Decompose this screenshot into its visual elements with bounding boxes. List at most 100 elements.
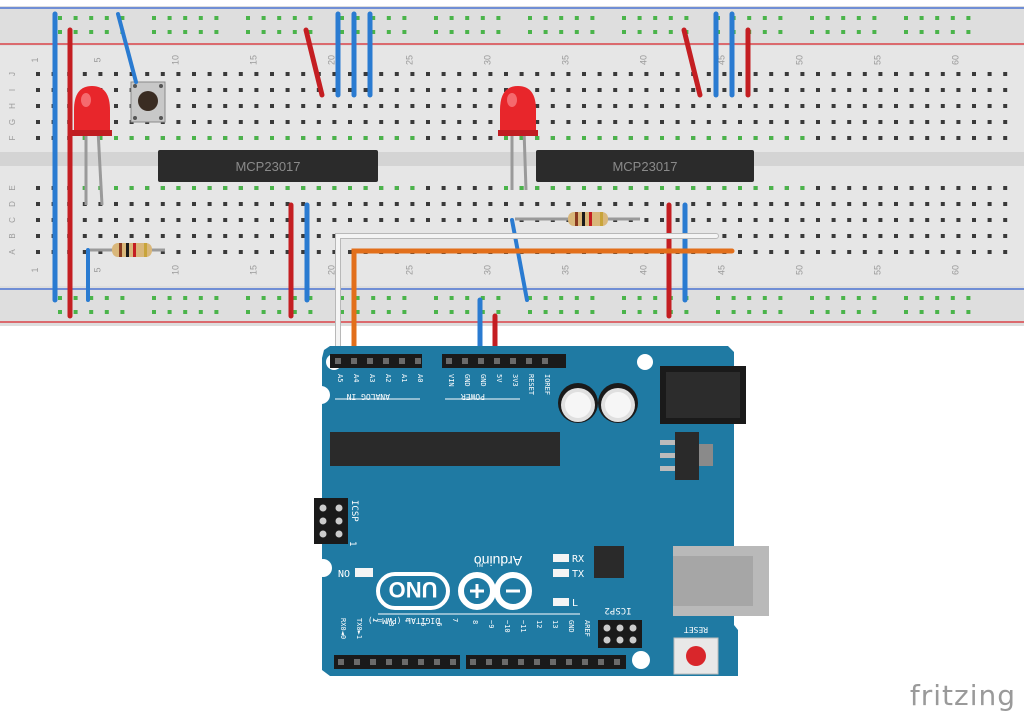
rail-hole bbox=[402, 296, 407, 300]
breadboard-hole bbox=[566, 120, 571, 124]
rail-hole bbox=[214, 296, 219, 300]
breadboard-hole bbox=[285, 218, 290, 222]
uno-label: UNO bbox=[389, 577, 438, 602]
breadboard-hole bbox=[426, 104, 430, 108]
rail-hole bbox=[950, 16, 955, 20]
header-pin bbox=[338, 659, 344, 665]
rail-hole bbox=[73, 16, 78, 20]
breadboard-hole bbox=[769, 250, 774, 254]
breadboard-hole bbox=[254, 250, 259, 254]
column-number: 35 bbox=[560, 265, 570, 275]
connected-hole bbox=[285, 136, 290, 140]
column-number: 5 bbox=[92, 57, 102, 62]
breadboard-hole bbox=[82, 234, 87, 238]
power-pin-label: VIN bbox=[447, 374, 455, 387]
breadboard-hole bbox=[1003, 72, 1008, 76]
breadboard-hole bbox=[909, 120, 914, 124]
breadboard-hole bbox=[769, 72, 774, 76]
breadboard-hole bbox=[816, 250, 820, 254]
breadboard-hole bbox=[441, 72, 446, 76]
row-letter: I bbox=[8, 89, 17, 91]
breadboard-hole bbox=[800, 72, 805, 76]
rail-hole bbox=[716, 296, 720, 300]
header-pin bbox=[550, 659, 556, 665]
breadboard-hole bbox=[972, 136, 976, 140]
connected-hole bbox=[660, 186, 664, 190]
breadboard-hole bbox=[160, 218, 165, 222]
header-pin bbox=[542, 358, 548, 364]
rail-hole bbox=[919, 16, 924, 20]
rail-hole bbox=[183, 30, 188, 34]
breadboard-hole bbox=[722, 218, 727, 222]
rail-hole bbox=[810, 296, 814, 300]
column-number: 40 bbox=[638, 55, 648, 65]
digital-pin-label: 7 bbox=[451, 618, 459, 622]
connected-hole bbox=[769, 136, 774, 140]
breadboard-hole bbox=[894, 234, 898, 238]
breadboard-hole bbox=[550, 88, 555, 92]
breadboard-hole bbox=[582, 88, 586, 92]
breadboard-hole bbox=[270, 120, 274, 124]
breadboard-hole bbox=[816, 120, 820, 124]
rail-hole bbox=[810, 30, 814, 34]
rail-hole bbox=[308, 30, 313, 34]
l-led bbox=[553, 598, 569, 606]
breadboard-hole bbox=[582, 72, 586, 76]
breadboard-hole bbox=[660, 202, 664, 206]
breadboard-hole bbox=[301, 104, 306, 108]
digital-pin-label: 8 bbox=[471, 620, 479, 624]
breadboard-hole bbox=[223, 250, 228, 254]
row-letter: D bbox=[8, 201, 17, 207]
column-number: 20 bbox=[326, 265, 336, 275]
breadboard-hole bbox=[223, 218, 228, 222]
breadboard-hole bbox=[36, 234, 40, 238]
breadboard-hole bbox=[160, 202, 165, 206]
power-pin-label: GND bbox=[479, 374, 487, 387]
breadboard-hole bbox=[675, 72, 680, 76]
breadboard-hole bbox=[36, 120, 40, 124]
breadboard-hole bbox=[987, 136, 992, 140]
breadboard-hole bbox=[894, 120, 898, 124]
rail-hole bbox=[919, 30, 924, 34]
breadboard-hole bbox=[925, 136, 930, 140]
rail-hole bbox=[762, 296, 767, 300]
rail-hole bbox=[856, 296, 861, 300]
rail-hole bbox=[292, 30, 297, 34]
rail-hole bbox=[966, 310, 971, 314]
rx-led bbox=[553, 554, 569, 562]
breadboard-hole bbox=[831, 250, 836, 254]
breadboard-hole bbox=[410, 88, 415, 92]
pushbutton-cap bbox=[138, 91, 158, 111]
rail-hole bbox=[465, 16, 470, 20]
breadboard-hole bbox=[285, 234, 290, 238]
breadboard-hole bbox=[1003, 202, 1008, 206]
breadboard-hole bbox=[831, 104, 836, 108]
rail-hole bbox=[935, 16, 940, 20]
breadboard-hole bbox=[925, 104, 930, 108]
breadboard-hole bbox=[488, 120, 493, 124]
column-number: 1 bbox=[30, 57, 40, 62]
breadboard-hole bbox=[582, 202, 586, 206]
rail-hole bbox=[559, 310, 564, 314]
rail-hole bbox=[465, 296, 470, 300]
column-number: 30 bbox=[482, 55, 492, 65]
rail-hole bbox=[966, 30, 971, 34]
breadboard-hole bbox=[660, 120, 664, 124]
breadboard-hole bbox=[36, 88, 40, 92]
breadboard-hole bbox=[316, 218, 321, 222]
tx-label: TX bbox=[572, 569, 584, 580]
rail-hole bbox=[104, 310, 109, 314]
breadboard-hole bbox=[504, 72, 508, 76]
power-pin-label: IOREF bbox=[543, 374, 551, 395]
breadboard-hole bbox=[784, 250, 789, 254]
breadboard-hole bbox=[207, 250, 212, 254]
on-led bbox=[355, 568, 373, 577]
breadboard-hole bbox=[238, 234, 243, 238]
rail-hole bbox=[355, 310, 360, 314]
on-label: ON bbox=[338, 567, 350, 578]
breadboard-hole bbox=[1003, 136, 1008, 140]
chip-2-label: MCP23017 bbox=[612, 159, 677, 174]
breadboard-hole bbox=[285, 104, 290, 108]
breadboard-hole bbox=[878, 218, 883, 222]
header-pin bbox=[386, 659, 392, 665]
